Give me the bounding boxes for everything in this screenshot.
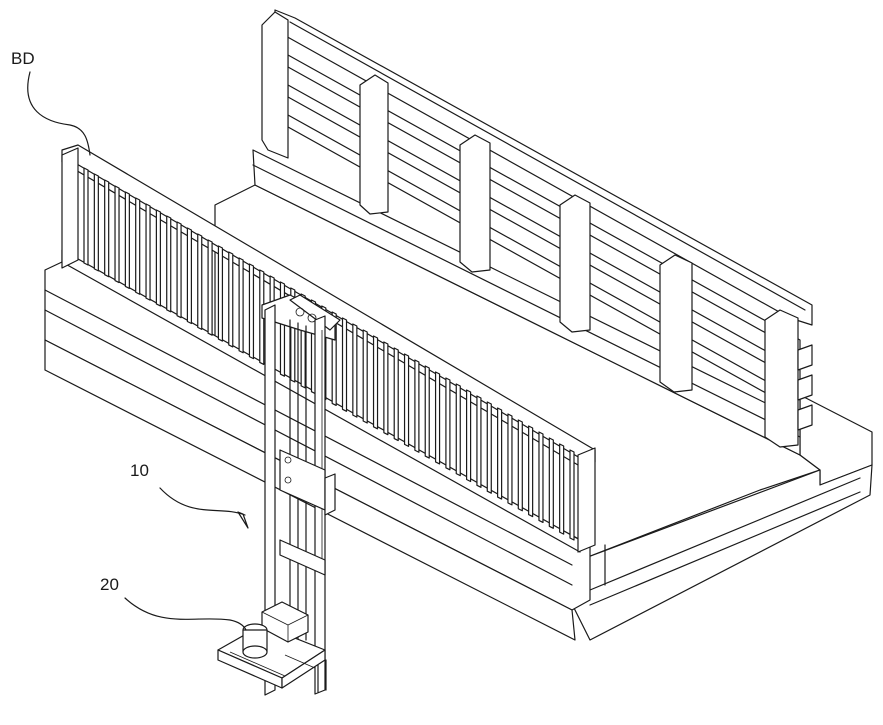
baluster [217, 245, 224, 342]
baluster [93, 173, 99, 272]
baluster [114, 185, 120, 284]
baluster [548, 437, 554, 529]
baluster [497, 407, 503, 500]
label-20: 20 [100, 575, 119, 594]
baluster [248, 263, 255, 360]
baluster [383, 341, 389, 436]
baluster [207, 239, 213, 336]
label-10: 10 [130, 461, 149, 480]
baluster [569, 449, 575, 541]
bridge-deck [214, 184, 873, 641]
baluster [372, 335, 379, 430]
leader-bd [27, 71, 91, 156]
baluster [393, 347, 399, 442]
baluster [341, 317, 348, 412]
baluster [135, 197, 141, 295]
baluster [352, 323, 358, 418]
baluster [155, 209, 161, 307]
baluster [403, 353, 410, 447]
leader-20 [124, 597, 247, 631]
label-bd: BD [11, 49, 35, 68]
leader-10 [159, 487, 246, 516]
baluster [517, 419, 523, 512]
baluster [414, 359, 420, 453]
baluster [424, 365, 430, 459]
leader-lines [27, 71, 249, 631]
lift-device [217, 294, 341, 696]
baluster [362, 329, 368, 424]
arrow-10 [237, 511, 249, 529]
baluster [279, 281, 286, 377]
baluster [145, 203, 151, 301]
baluster [528, 425, 534, 518]
baluster [166, 215, 172, 313]
baluster [238, 257, 244, 354]
baluster [176, 221, 182, 319]
baluster [186, 227, 193, 325]
baluster [228, 251, 234, 348]
baluster [486, 401, 492, 494]
baluster [445, 377, 451, 471]
baluster [455, 383, 461, 477]
baluster [476, 395, 482, 488]
baluster [538, 431, 544, 524]
baluster [559, 443, 565, 535]
baluster [197, 233, 203, 330]
baluster [124, 191, 130, 290]
baluster [104, 179, 110, 278]
far-parapet [252, 9, 813, 456]
baluster [434, 371, 441, 465]
baluster [507, 413, 513, 506]
baluster [465, 389, 472, 483]
baluster [83, 167, 89, 266]
